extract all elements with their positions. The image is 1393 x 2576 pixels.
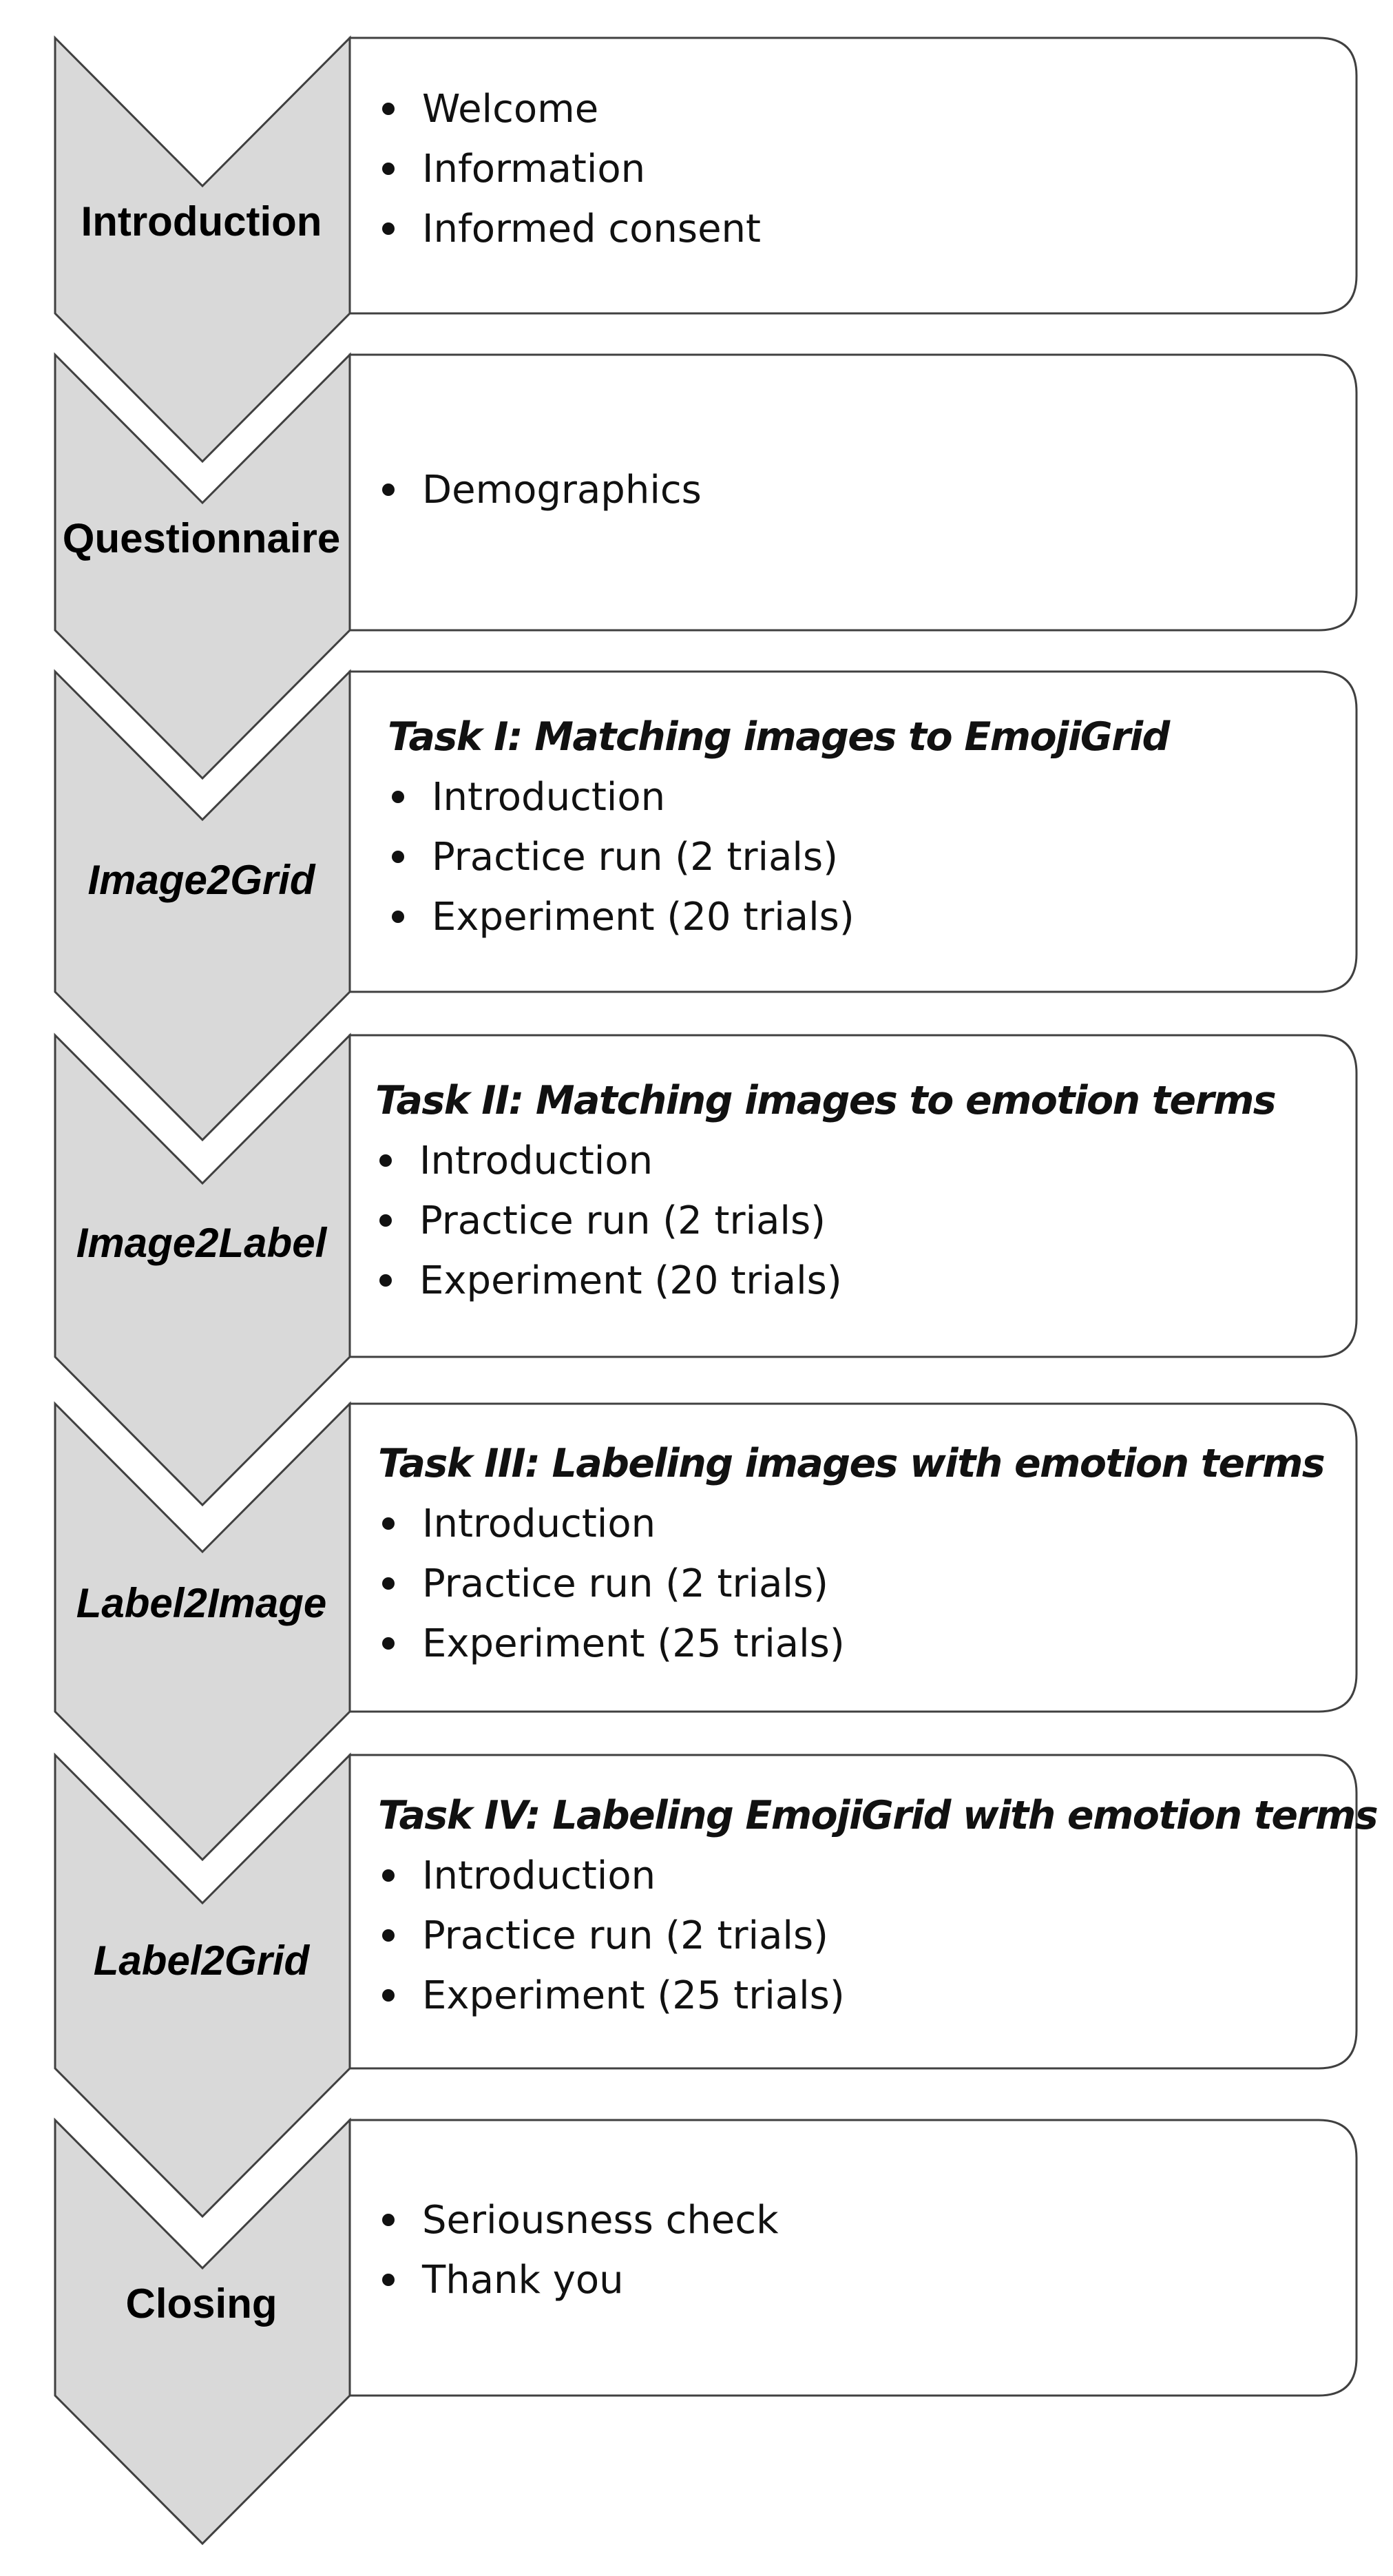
stage-chevron: [54, 1032, 351, 1507]
stage-item: Seriousness check: [378, 2190, 779, 2250]
task-title: Task I: Matching images to EmojiGrid: [388, 714, 1170, 760]
stage-box: [348, 1034, 1358, 1358]
stage-box: [348, 37, 1358, 315]
stage-box: [348, 2119, 1358, 2397]
stage-item: Experiment (20 trials): [375, 1251, 1275, 1311]
stage-item: Experiment (20 trials): [388, 887, 1169, 947]
stage-item: Experiment (25 trials): [378, 1966, 1377, 2026]
stage-content: Task II: Matching images to emotion term…: [375, 1071, 1277, 1311]
stage-item: Practice run (2 trials): [378, 1554, 1324, 1614]
stage-content: Demographics: [378, 460, 702, 520]
stage-content: Task IV: Labeling EmojiGrid with emotion…: [378, 1786, 1379, 2026]
stage-label: Closing: [125, 2281, 277, 2327]
stage-content: Task III: Labeling images with emotion t…: [378, 1434, 1326, 1674]
task-title: Task II: Matching images to emotion term…: [375, 1078, 1277, 1123]
task-title: Task IV: Labeling EmojiGrid with emotion…: [378, 1793, 1379, 1838]
stage-item: Practice run (2 trials): [375, 1191, 1275, 1251]
stage-item-list: Demographics: [378, 460, 702, 520]
stage-item: Thank you: [378, 2250, 779, 2310]
stage-label: Introduction: [81, 198, 322, 245]
stage-item: Practice run (2 trials): [388, 827, 1169, 887]
stage-item: Information: [378, 139, 761, 199]
stage-chevron: [54, 35, 351, 464]
stage-item: Welcome: [378, 79, 761, 139]
stage-item: Practice run (2 trials): [378, 1906, 1377, 1966]
stage-label: Label2Image: [76, 1580, 327, 1626]
stage-item: Experiment (25 trials): [378, 1614, 1324, 1674]
stage-label: Label2Grid: [93, 1938, 310, 1984]
stage-label: Image2Grid: [87, 857, 315, 903]
stage-chevron: [54, 352, 351, 780]
stage-box: [348, 353, 1358, 632]
stage-label: Image2Label: [76, 1220, 327, 1266]
stage-box: [348, 670, 1358, 993]
stage-chevron: [54, 1401, 351, 1862]
stage-item: Introduction: [378, 1846, 1377, 1906]
stage-chevron: [54, 669, 351, 1142]
stage-item: Introduction: [388, 767, 1169, 827]
stage-label: Questionnaire: [62, 515, 341, 561]
stage-box: [348, 1402, 1358, 1713]
stage-box: [348, 1754, 1358, 2070]
stage-item: Introduction: [375, 1131, 1275, 1191]
task-title: Task III: Labeling images with emotion t…: [378, 1441, 1326, 1486]
stage-item: Introduction: [378, 1494, 1324, 1554]
stage-item: Informed consent: [378, 199, 761, 259]
stage-chevron: [54, 2117, 351, 2546]
stage-item: Demographics: [378, 460, 702, 520]
stage-chevron: [54, 1752, 351, 2219]
